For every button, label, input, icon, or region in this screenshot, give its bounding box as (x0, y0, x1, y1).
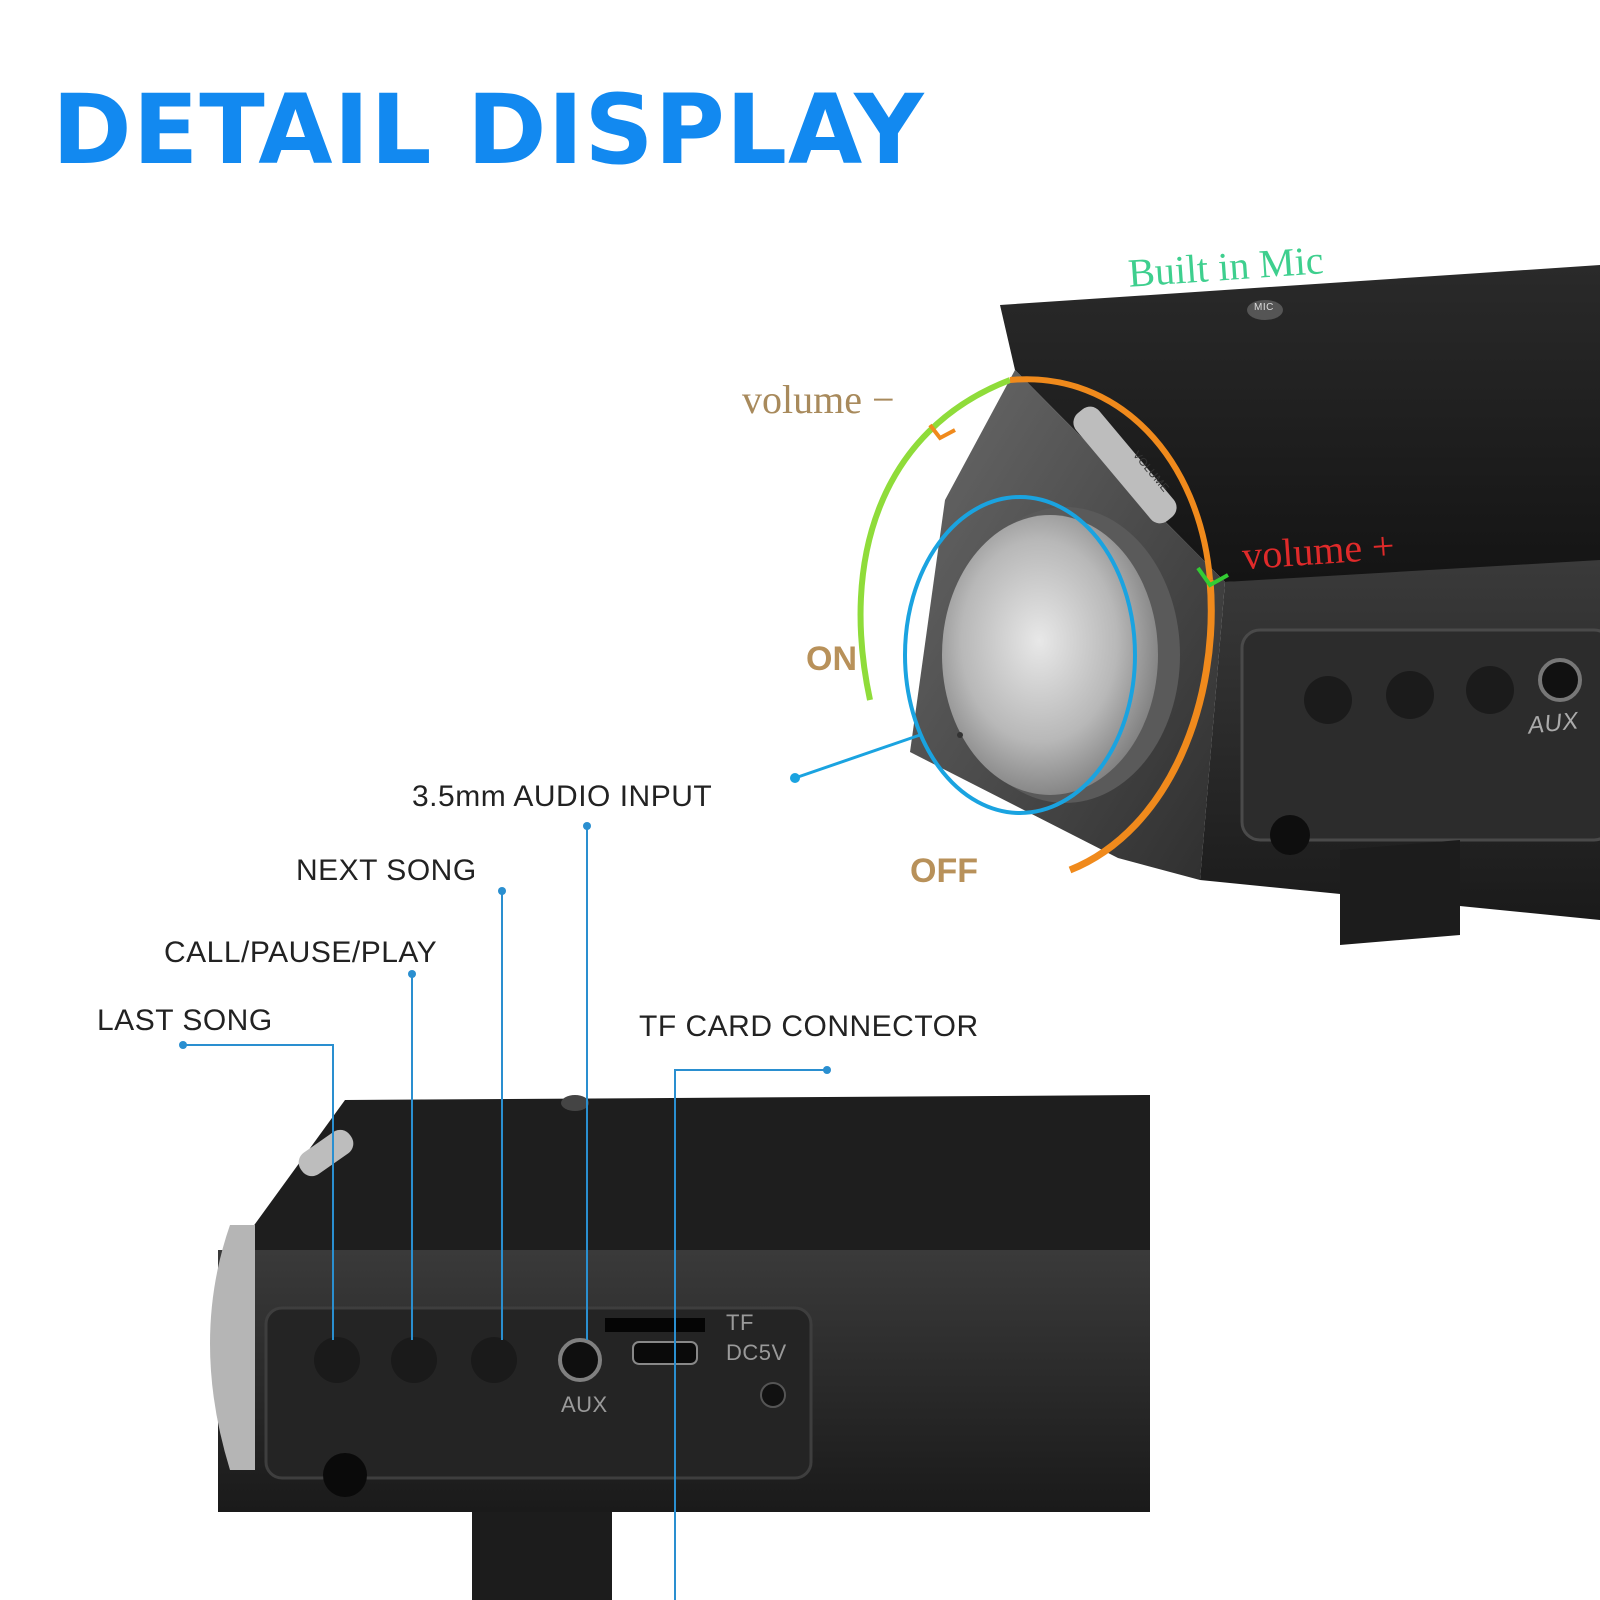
tf-card-connector-label: TF CARD CONNECTOR (639, 1010, 979, 1043)
page-title: DETAIL DISPLAY (52, 74, 925, 186)
volume-down-arrowhead (928, 423, 956, 441)
aux-marking: AUX (561, 1392, 608, 1417)
aux-input-jack (558, 1338, 602, 1382)
dc-port-closeup (1270, 815, 1310, 855)
dc5v-port (632, 1341, 698, 1365)
volume-knob (942, 515, 1158, 795)
tf-marking: TF (726, 1310, 754, 1335)
callout-dots (179, 822, 831, 1074)
indicator-led (760, 1382, 786, 1408)
audio-out-port (323, 1453, 367, 1497)
volume-down-arc (857, 377, 1012, 701)
last-song-button (314, 1337, 360, 1383)
mic-logo-text: MIC (1254, 302, 1274, 313)
volume-up-arrowhead (1196, 566, 1229, 588)
call-pause-play-label: CALL/PAUSE/PLAY (164, 936, 438, 969)
volume-down-label: volume − (742, 377, 895, 422)
last-song-label: LAST SONG (97, 1004, 273, 1037)
on-label: ON (806, 640, 857, 678)
volume-logo-plate (298, 1129, 354, 1177)
knob-pointer-line (794, 733, 921, 780)
off-label: OFF (910, 852, 978, 890)
volume-up-arc-top (1009, 376, 1213, 581)
prev-button-closeup (1304, 676, 1352, 724)
audio-input-label: 3.5mm AUDIO INPUT (412, 780, 713, 813)
call-pause-play-button (391, 1337, 437, 1383)
speaker-front-view (210, 1095, 1150, 1600)
mic-icon (1247, 300, 1283, 320)
tf-card-slot (605, 1318, 705, 1332)
last-song-leader (183, 1044, 334, 1340)
next-button-closeup (1466, 666, 1514, 714)
knob-highlight-circle (903, 495, 1137, 815)
next-song-button (471, 1337, 517, 1383)
speaker-closeup (790, 265, 1600, 945)
mic-logo-icon (561, 1095, 589, 1111)
callout-lines (183, 826, 827, 1600)
speaker-foot-closeup (1340, 840, 1460, 945)
volume-label-plate (1073, 406, 1177, 524)
speaker-side-knob (210, 1225, 255, 1470)
speaker-foot (472, 1512, 612, 1600)
next-song-label: NEXT SONG (296, 854, 477, 887)
speaker-top (218, 1095, 1150, 1275)
play-button-closeup (1386, 671, 1434, 719)
aux-marking-closeup: AUX (1526, 707, 1581, 740)
aux-jack-closeup (1538, 658, 1582, 702)
dc5v-marking: DC5V (726, 1340, 787, 1365)
volume-up-arc (1068, 579, 1215, 874)
tf-card-leader (674, 1069, 827, 1600)
